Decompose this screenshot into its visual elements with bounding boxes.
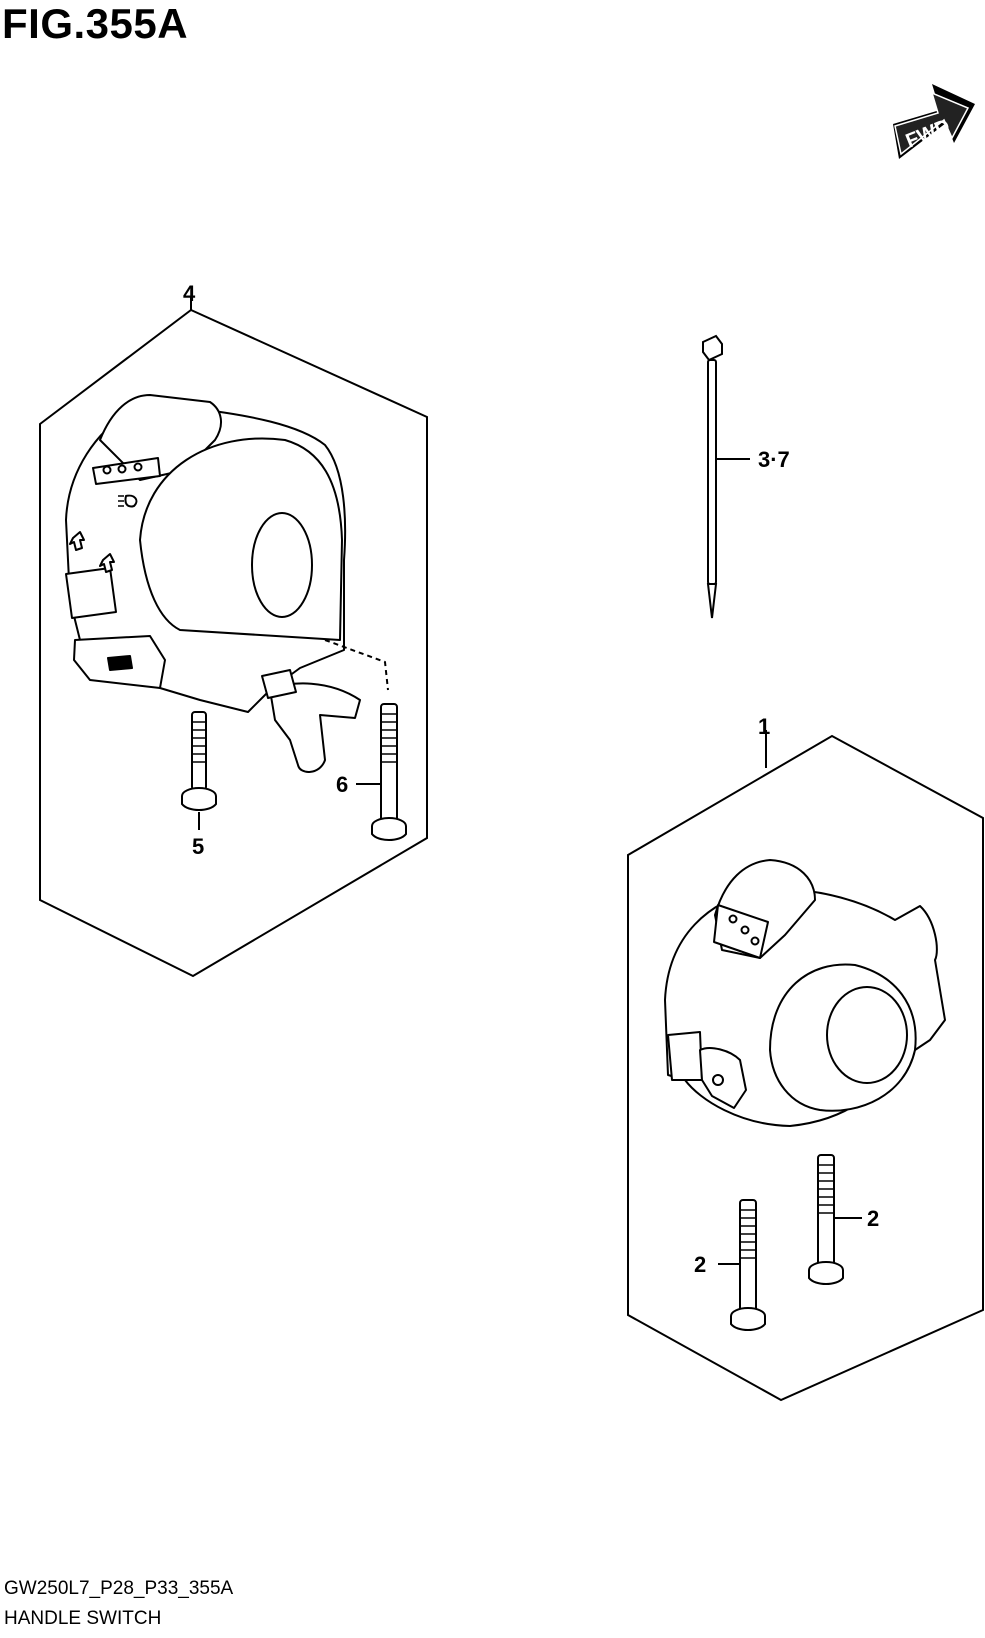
- right-screw-b: [718, 1199, 766, 1331]
- right-switch-set-frame: [627, 730, 984, 1402]
- figure-title: FIG.355A: [2, 0, 189, 47]
- left-handle-switch-drawing: [65, 394, 389, 773]
- cable-tie: [702, 334, 750, 619]
- ref-label-2a: 2: [867, 1206, 879, 1231]
- footer-code: GW250L7_P28_P33_355A: [4, 1578, 234, 1599]
- left-switch-set-frame: [39, 296, 428, 978]
- ref-label-3-7: 3·7: [758, 447, 790, 472]
- forward-arrow-icon: FWD: [893, 84, 975, 159]
- left-screw-short: [181, 711, 217, 830]
- ref-label-6: 6: [336, 772, 348, 797]
- right-handle-switch-drawing: [664, 859, 946, 1127]
- ref-label-5: 5: [192, 834, 204, 859]
- right-screw-a: [808, 1154, 862, 1285]
- ref-label-2b: 2: [694, 1252, 706, 1277]
- ref-label-4: 4: [183, 281, 196, 306]
- footer-name: HANDLE SWITCH: [4, 1608, 162, 1629]
- left-screw-long: [356, 703, 407, 841]
- ref-label-1: 1: [758, 714, 770, 739]
